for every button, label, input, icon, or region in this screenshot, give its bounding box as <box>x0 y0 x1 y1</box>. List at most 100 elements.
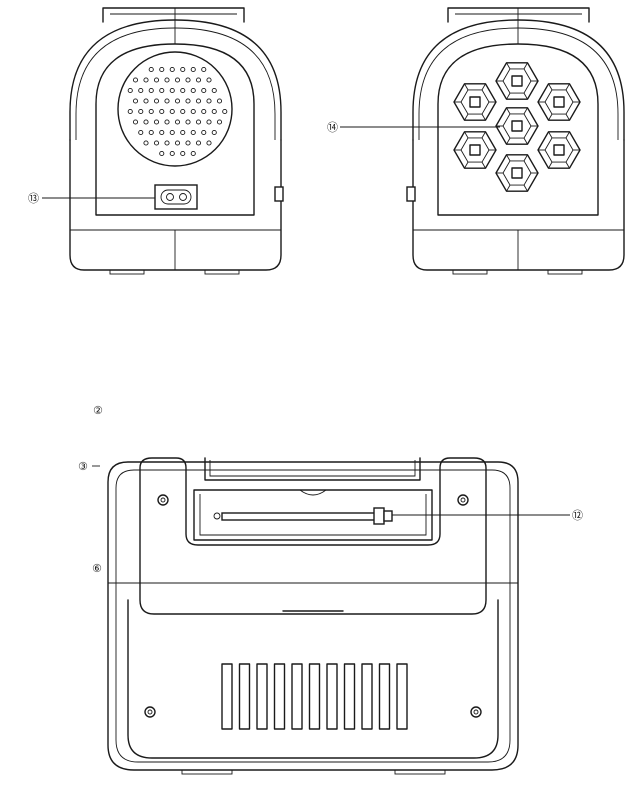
speaker-hole <box>190 150 196 157</box>
power-socket-icon <box>154 184 198 210</box>
led-inner-hex <box>460 89 490 115</box>
led-facet-line <box>565 113 570 121</box>
callout-3: ③ <box>78 460 100 473</box>
right-foot-2 <box>547 269 583 275</box>
antenna-bay <box>193 489 433 541</box>
led-facet-line <box>464 113 469 121</box>
led-inner-hex <box>502 160 532 186</box>
right-side-view <box>406 7 625 275</box>
callout-13-label: ⑬ <box>28 192 39 205</box>
speaker-hole <box>190 129 196 136</box>
vent-slot-icon <box>256 663 268 730</box>
speaker-hole <box>185 140 191 146</box>
speaker-grille-icon <box>117 51 233 167</box>
speaker-hole <box>159 66 165 73</box>
vent-slot-icon <box>221 663 233 730</box>
vent-slot-icon <box>326 663 338 730</box>
speaker-hole <box>169 108 175 115</box>
socket-pin-1 <box>166 193 174 201</box>
callout-2-label: ② <box>93 404 103 417</box>
led-inner-hex <box>460 137 490 163</box>
speaker-hole <box>143 98 149 104</box>
speaker-hole <box>185 77 191 83</box>
antenna-notch <box>299 489 327 496</box>
led-facet-line <box>481 83 486 91</box>
speaker-hole <box>159 150 165 157</box>
led-facet-line <box>506 92 511 100</box>
speaker-hole <box>216 119 223 125</box>
left-foot-1 <box>109 269 145 275</box>
speaker-hole <box>206 77 212 83</box>
led-cluster <box>453 62 581 192</box>
screw-icon <box>157 494 169 506</box>
speaker-hole <box>174 140 181 146</box>
led-facet-line <box>481 161 486 169</box>
antenna-rod <box>221 512 379 521</box>
left-top-handle <box>102 7 245 23</box>
bottom-main-panel <box>127 599 499 759</box>
speaker-hole <box>211 108 217 115</box>
callout-14: ⑭ <box>327 121 500 134</box>
vent-slot-icon <box>378 663 391 730</box>
led-lens <box>511 167 523 179</box>
screw-center <box>147 709 153 715</box>
screw-head <box>144 706 156 718</box>
socket-pin-2 <box>179 193 187 201</box>
left-side-knob <box>274 186 284 202</box>
speaker-hole <box>159 87 165 94</box>
left-inner-panel <box>95 43 255 216</box>
speaker-hole <box>195 119 202 125</box>
hexagon-led-icon <box>495 62 539 100</box>
speaker-hole <box>132 119 139 125</box>
left-foot-2 <box>204 269 240 275</box>
led-lens <box>469 144 481 156</box>
right-body <box>412 139 625 271</box>
speaker-hole <box>153 119 160 125</box>
right-inner-panel <box>437 43 599 216</box>
speaker-hole <box>143 140 149 146</box>
speaker-hole <box>180 87 186 94</box>
speaker-hole <box>169 66 175 73</box>
led-inner-hex <box>502 113 532 139</box>
screw-center <box>473 709 479 715</box>
speaker-hole <box>190 66 196 73</box>
speaker-hole <box>201 129 207 136</box>
speaker-hole <box>201 87 207 94</box>
speaker-hole <box>164 140 170 146</box>
led-facet-line <box>565 161 570 169</box>
led-lens <box>553 96 565 108</box>
led-facet-line <box>548 131 553 139</box>
speaker-hole <box>169 129 175 136</box>
bottom-foot-1 <box>181 769 233 775</box>
screws <box>144 494 482 718</box>
screw-icon <box>457 494 469 506</box>
speaker-hole <box>153 77 160 83</box>
led-facet-line <box>523 154 528 162</box>
antenna-bay-inner <box>199 494 427 536</box>
bottom-foot-2 <box>394 769 446 775</box>
speaker-hole <box>201 66 207 73</box>
callout-3-label: ③ <box>78 460 88 473</box>
speaker-hole <box>169 87 175 94</box>
speaker-hole <box>164 119 170 125</box>
speaker-hole <box>180 129 186 136</box>
speaker-hole <box>164 98 170 104</box>
speaker-hole <box>169 150 175 157</box>
speaker-hole <box>132 77 139 83</box>
left-side-view <box>69 7 284 275</box>
speaker-hole <box>190 108 196 115</box>
hexagon-led-icon <box>495 107 539 145</box>
speaker-hole <box>190 87 196 94</box>
right-side-knob <box>406 186 416 202</box>
screw-center <box>460 497 466 503</box>
speaker-hole <box>180 108 186 115</box>
led-facet-line <box>548 83 553 91</box>
speaker-hole <box>148 108 154 115</box>
led-facet-line <box>506 137 511 145</box>
led-facet-line <box>464 161 469 169</box>
callout-2: ② <box>93 404 103 417</box>
speaker-holes <box>127 66 228 157</box>
screw-head <box>157 494 169 506</box>
speaker-hole <box>222 108 228 115</box>
